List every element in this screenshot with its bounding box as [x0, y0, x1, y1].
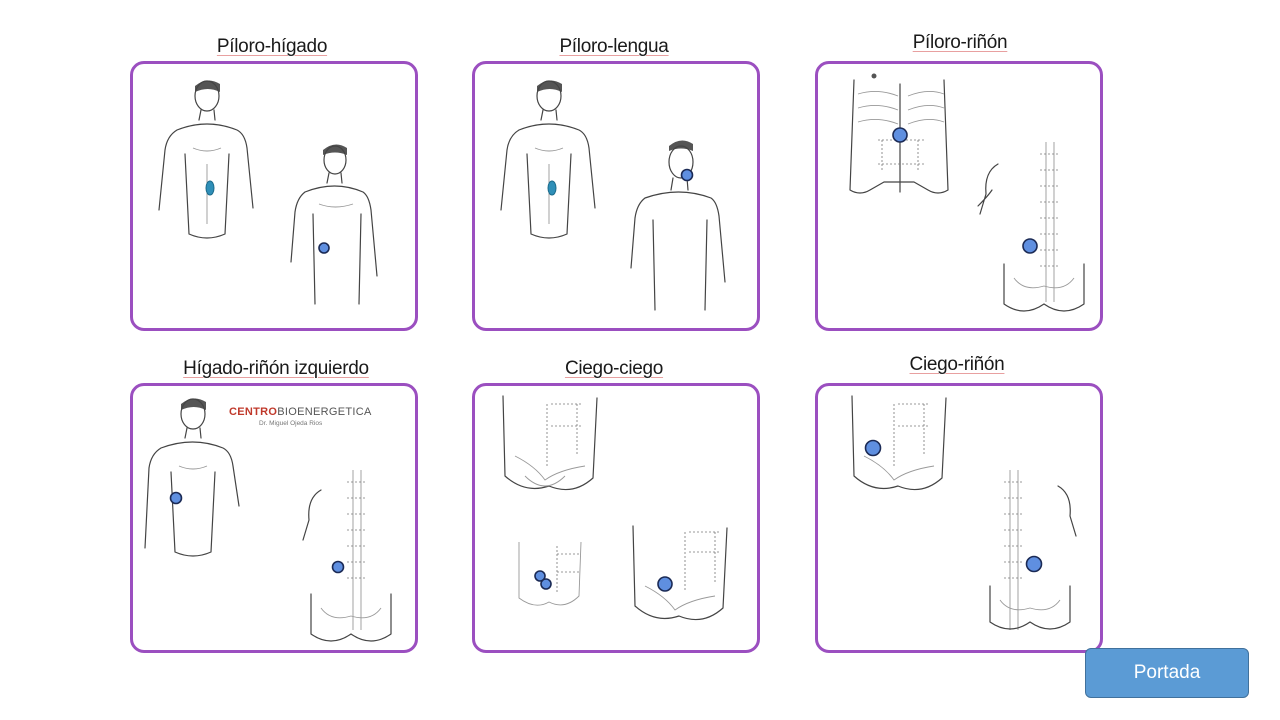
torso-and-spine-illustration [849, 73, 1085, 312]
card-title-higado-rinon-izquierdo: Hígado-riñón izquierdo [183, 358, 369, 379]
card-piloro-lengua [472, 61, 760, 331]
logo-brand-light: BIOENERGETICA [277, 406, 372, 418]
card-higado-rinon-izquierdo: CENTROBIOENERGETICA Dr. Miguel Ojeda Rio… [130, 383, 418, 653]
abdomen-and-spine-illustration [851, 395, 1077, 630]
card-title-ciego-rinon: Ciego-riñón [909, 354, 1005, 375]
card-title-ciego-ciego: Ciego-ciego [564, 358, 664, 379]
logo-brand-bold: CENTRO [229, 406, 278, 418]
card-title-piloro-higado: Píloro-hígado [216, 36, 328, 57]
body-and-spine-illustration [144, 398, 392, 642]
body-and-head-illustration [500, 80, 726, 311]
portada-button[interactable]: Portada [1085, 648, 1249, 698]
card-ciego-rinon [815, 383, 1103, 653]
card-title-piloro-rinon: Píloro-riñón [912, 32, 1008, 53]
centro-bioenergetica-logo: CENTROBIOENERGETICA Dr. Miguel Ojeda Rio… [229, 406, 399, 427]
card-piloro-higado [130, 61, 418, 331]
abdomen-and-pelvis-illustrations [502, 395, 728, 621]
logo-doctor-name: Dr. Miguel Ojeda Rios [259, 420, 323, 427]
body-front-and-side-illustration [158, 80, 378, 305]
card-piloro-rinon [815, 61, 1103, 331]
card-title-piloro-lengua: Píloro-lengua [559, 36, 669, 57]
card-ciego-ciego [472, 383, 760, 653]
